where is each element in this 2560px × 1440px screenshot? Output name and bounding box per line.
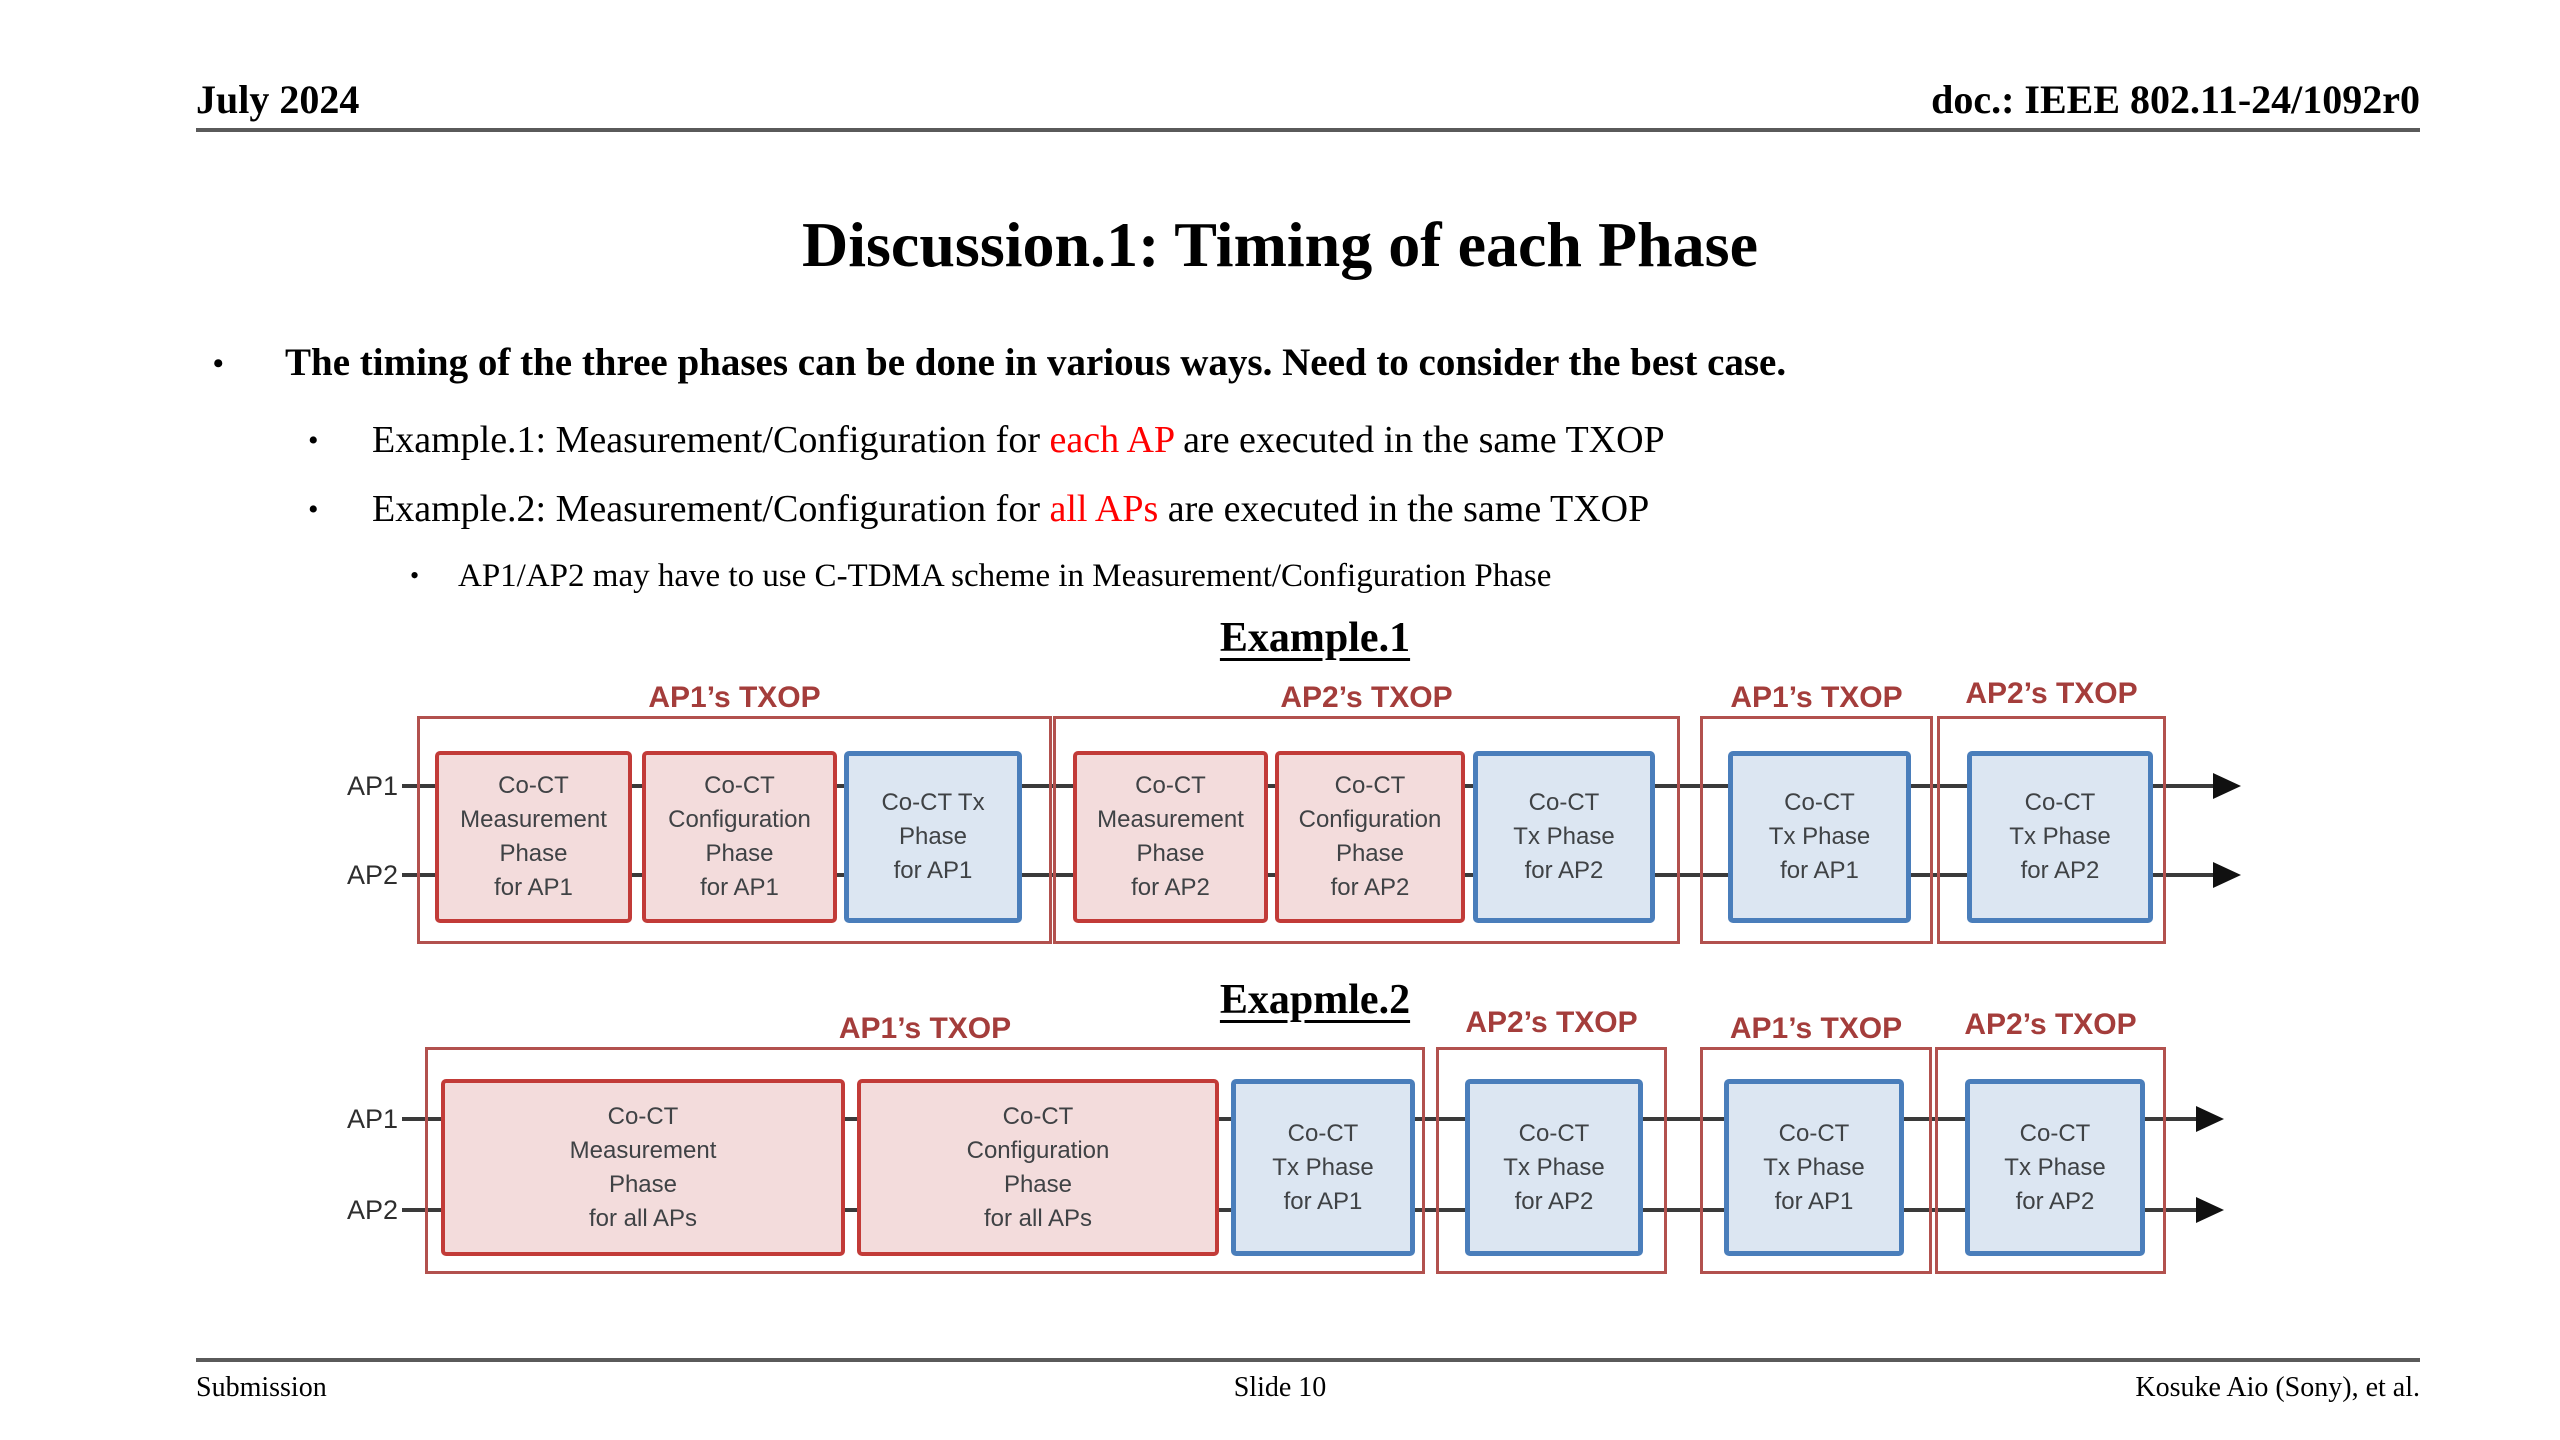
phase-box-text: Co-CT Tx Phase for AP1	[1768, 789, 1871, 884]
phase-box-tx-ap1: Co-CT Tx Phase for AP1	[1728, 751, 1911, 923]
bullet-marker: •	[308, 493, 319, 526]
bullet-marker: •	[410, 561, 420, 590]
phase-box-text: Co-CT Tx Phase for AP2	[2009, 789, 2111, 884]
phase-box-text: Co-CT Measurement Phase for AP2	[1097, 772, 1244, 901]
phase-box-text: Co-CT Measurement Phase for all APs	[569, 1102, 717, 1232]
example1-heading: Example.1	[1219, 615, 1411, 661]
txop-label: AP2’s TXOP	[1965, 677, 2138, 710]
bullet-ctdma: • AP1/AP2 may have to use C-TDMA scheme i…	[410, 558, 1551, 595]
phase-box-text: Co-CT Tx Phase for AP1	[1272, 1119, 1374, 1215]
phase-box-text: Co-CT Tx Phase for AP2	[2004, 1119, 2106, 1215]
bullet-example2-highlight: all APs	[1049, 488, 1159, 530]
txop-label: AP2’s TXOP	[1280, 681, 1453, 714]
example2-arrowhead-ap1	[2196, 1106, 2224, 1132]
txop-label: AP1’s TXOP	[648, 681, 821, 714]
txop-label: AP1’s TXOP	[1729, 1012, 1903, 1045]
phase-box-configuration-all-aps: Co-CT Configuration Phase for all APs	[857, 1079, 1219, 1256]
bullet-marker: •	[308, 424, 319, 457]
example1-row-label-ap2: AP2	[346, 860, 398, 890]
bullet-example1-pre: Example.1: Measurement/Configuration for	[372, 419, 1050, 461]
header-date: July 2024	[196, 77, 360, 122]
example2-arrowhead-ap2	[2196, 1197, 2224, 1223]
phase-box-text: Co-CT Tx Phase for AP2	[1513, 789, 1615, 884]
bullet-example2-post: are executed in the same TXOP	[1158, 488, 1650, 530]
example2-txop-group-1: AP1’s TXOP Co-CT Measurement Phase for a…	[425, 1012, 1425, 1274]
bullet-main: • The timing of the three phases can be d…	[213, 340, 1786, 385]
example2-txop-group-4: AP2’s TXOP Co-CT Tx Phase for AP2	[1935, 1008, 2166, 1274]
txop-label: AP2’s TXOP	[1964, 1008, 2137, 1041]
example1-arrowhead-ap1	[2213, 773, 2241, 799]
example1-txop-group-3: AP1’s TXOP Co-CT Tx Phase for AP1	[1700, 681, 1933, 944]
example2-txop-group-3: AP1’s TXOP Co-CT Tx Phase for AP1	[1700, 1012, 1932, 1274]
phase-box-configuration-ap2: Co-CT Configuration Phase for AP2	[1275, 751, 1465, 923]
phase-box-measurement-all-aps: Co-CT Measurement Phase for all APs	[441, 1079, 845, 1256]
header-rule	[196, 128, 2420, 132]
txop-label: AP2’s TXOP	[1465, 1006, 1638, 1039]
txop-label: AP1’s TXOP	[838, 1012, 1012, 1045]
phase-box-text: Co-CT Configuration Phase for AP2	[1298, 772, 1442, 901]
bullet-marker: •	[213, 347, 224, 380]
bullet-example1-post: are executed in the same TXOP	[1173, 419, 1665, 461]
phase-box-text: Co-CT Configuration Phase for AP1	[668, 772, 811, 901]
header-doc-id: doc.: IEEE 802.11-24/1092r0	[1931, 77, 2420, 122]
phase-box-measurement-ap1: Co-CT Measurement Phase for AP1	[435, 751, 632, 923]
footer-author: Kosuke Aio (Sony), et al.	[2135, 1372, 2420, 1403]
bullet-example2-pre: Example.2: Measurement/Configuration for	[372, 488, 1050, 530]
example2-row-label-ap2: AP2	[346, 1195, 398, 1225]
phase-box-configuration-ap1: Co-CT Configuration Phase for AP1	[642, 751, 837, 923]
phase-box-text: Co-CT Tx Phase for AP2	[1503, 1119, 1605, 1215]
example1-arrowhead-ap2	[2213, 862, 2241, 888]
footer-submission: Submission	[196, 1372, 327, 1403]
phase-box-tx-ap2: Co-CT Tx Phase for AP2	[1967, 751, 2153, 923]
phase-box-text: Co-CT Measurement Phase for AP1	[460, 772, 607, 901]
bullet-example2: • Example.2: Measurement/Configuration fo…	[308, 487, 1649, 531]
phase-box-tx-ap2: Co-CT Tx Phase for AP2	[1473, 751, 1655, 923]
bullet-main-text: The timing of the three phases can be do…	[285, 341, 1787, 384]
example1-txop-group-4: AP2’s TXOP Co-CT Tx Phase for AP2	[1937, 677, 2166, 944]
phase-box-measurement-ap2: Co-CT Measurement Phase for AP2	[1073, 751, 1268, 923]
footer-rule	[196, 1358, 2420, 1362]
phase-box-tx-ap2: Co-CT Tx Phase for AP2	[1465, 1079, 1643, 1256]
bullet-example1-highlight: each AP	[1049, 419, 1174, 461]
example1-txop-group-2: AP2’s TXOP Co-CT Measurement Phase for A…	[1053, 681, 1680, 944]
phase-box-tx-ap1: Co-CT Tx Phase for AP1	[844, 751, 1022, 923]
phase-box-tx-ap2: Co-CT Tx Phase for AP2	[1965, 1079, 2145, 1256]
example2-txop-group-2: AP2’s TXOP Co-CT Tx Phase for AP2	[1436, 1006, 1667, 1274]
example2-heading: Exapmle.2	[1219, 977, 1411, 1023]
page-title: Discussion.1: Timing of each Phase	[802, 209, 1758, 280]
example1-txop-group-1: AP1’s TXOP Co-CT Measurement Phase for A…	[417, 681, 1052, 944]
phase-box-text: Co-CT Tx Phase for AP1	[881, 789, 985, 884]
example1-row-label-ap1: AP1	[346, 771, 398, 801]
phase-box-text: Co-CT Tx Phase for AP1	[1763, 1119, 1865, 1215]
bullet-ctdma-text: AP1/AP2 may have to use C-TDMA scheme in…	[458, 558, 1552, 594]
example2-row-label-ap1: AP1	[346, 1104, 398, 1134]
footer-slide-number: Slide 10	[1233, 1372, 1327, 1403]
phase-box-tx-ap1: Co-CT Tx Phase for AP1	[1231, 1079, 1415, 1256]
bullet-example1: • Example.1: Measurement/Configuration fo…	[308, 418, 1665, 462]
txop-label: AP1’s TXOP	[1730, 681, 1903, 714]
phase-box-tx-ap1: Co-CT Tx Phase for AP1	[1724, 1079, 1904, 1256]
phase-box-text: Co-CT Configuration Phase for all APs	[966, 1102, 1110, 1232]
